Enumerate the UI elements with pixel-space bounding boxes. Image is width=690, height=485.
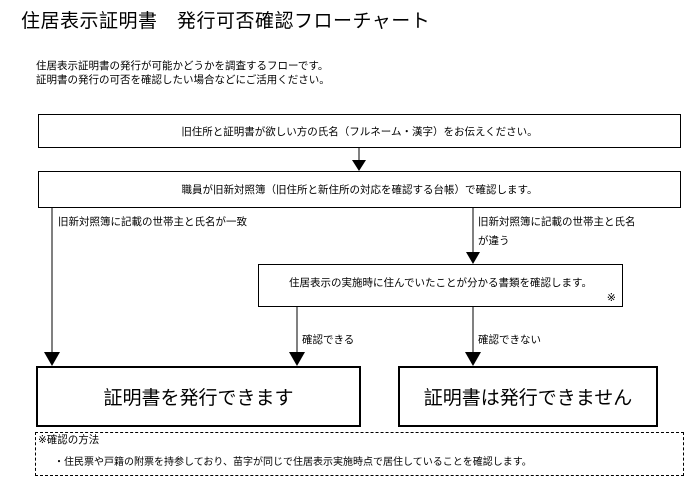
intro-line-2: 証明書の発行の可否を確認したい場合などにご活用ください。 [36, 74, 330, 86]
arrow-to-result-no [465, 352, 481, 366]
edge-label-can-confirm: 確認できる [302, 334, 355, 346]
note-box [35, 432, 684, 476]
result-cannot-issue-text: 証明書は発行できません [423, 387, 633, 409]
edge-label-differ-1: 旧新対照簿に記載の世帯主と氏名 [478, 216, 636, 228]
result-cannot-issue-box: 証明書は発行できません [398, 366, 658, 427]
result-can-issue-text: 証明書を発行できます [103, 387, 294, 409]
step-1-text: 旧住所と証明書が欲しい方の氏名（フルネーム・漢字）をお伝えください。 [181, 125, 538, 138]
edge-label-match: 旧新対照簿に記載の世帯主と氏名が一致 [58, 216, 247, 228]
arrow-to-result-yes [44, 352, 60, 366]
step-2-box: 職員が旧新対照簿（旧住所と新住所の対応を確認する台帳）で確認します。 [38, 171, 681, 208]
edge-label-cannot-confirm: 確認できない [478, 334, 541, 346]
step-1-box: 旧住所と証明書が欲しい方の氏名（フルネーム・漢字）をお伝えください。 [38, 114, 681, 148]
step-3-text: 住居表示の実施時に住んでいたことが分かる書類を確認します。 [289, 277, 592, 289]
step-2-text: 職員が旧新対照簿（旧住所と新住所の対応を確認する台帳）で確認します。 [181, 184, 538, 196]
page-title: 住居表示証明書 発行可否確認フローチャート [21, 10, 431, 32]
arrow-to-step2 [352, 160, 366, 171]
arrow-to-step3 [466, 252, 480, 264]
note-text: ・住民票や戸籍の附票を持参しており、苗字が同じで住居表示実施時点で居住しているこ… [54, 457, 532, 468]
note-mark: ※ [606, 291, 616, 304]
note-title: ※確認の方法 [38, 434, 100, 446]
step-3-box: 住居表示の実施時に住んでいたことが分かる書類を確認します。 ※ [258, 264, 623, 307]
intro-line-1: 住居表示証明書の発行が可能かどうかを調査するフローです。 [36, 60, 329, 72]
result-can-issue-box: 証明書を発行できます [36, 366, 361, 427]
arrow-yes-from-step3 [289, 352, 305, 366]
edge-label-differ-2: が違う [478, 235, 510, 247]
